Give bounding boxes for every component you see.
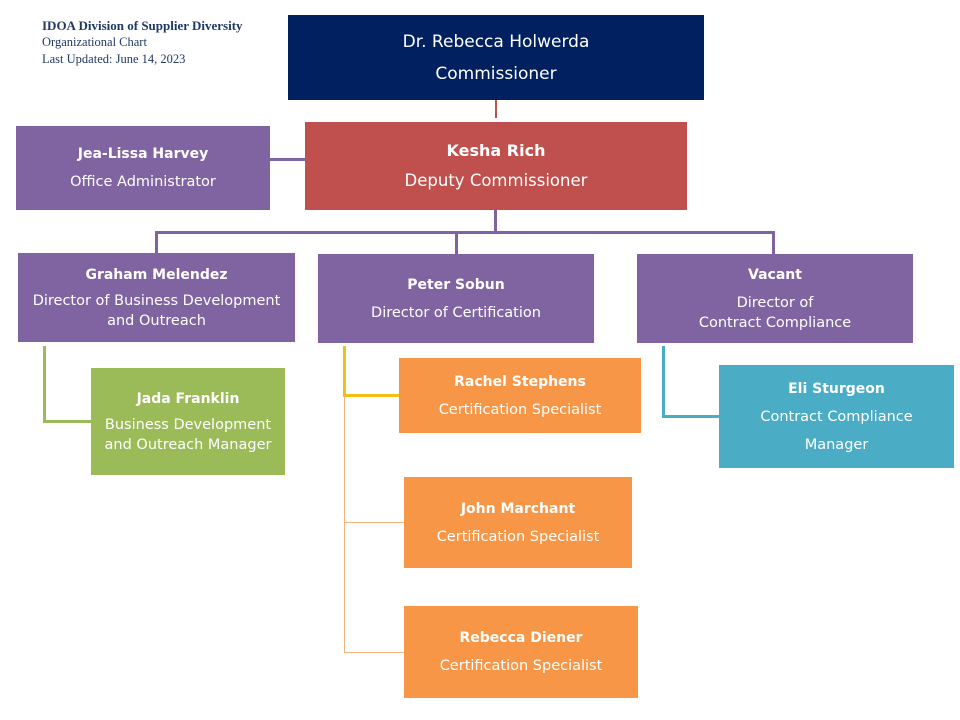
connector-admin-deputy	[270, 158, 305, 161]
connector-bizdev-horizontal	[43, 420, 91, 423]
node-director-contract-compliance: Vacant Director of Contract Compliance	[637, 254, 913, 343]
node-role-line1: Business Development	[104, 416, 272, 433]
chart-header: IDOA Division of Supplier Diversity Orga…	[42, 17, 243, 68]
node-role: Office Administrator	[70, 174, 216, 190]
node-role-line2: Contract Compliance	[698, 314, 852, 331]
connector-compliance-horizontal	[662, 415, 719, 418]
node-name: Rachel Stephens	[454, 373, 586, 390]
node-role-line2: Manager	[804, 436, 869, 453]
node-role-line1: Contract Compliance	[760, 408, 913, 425]
connector-commissioner-deputy	[495, 100, 497, 118]
node-deputy-commissioner: Kesha Rich Deputy Commissioner	[305, 122, 687, 210]
node-office-administrator: Jea-Lissa Harvey Office Administrator	[16, 126, 270, 210]
node-name: Vacant	[748, 266, 802, 283]
node-role: Deputy Commissioner	[404, 171, 588, 190]
node-name: John Marchant	[460, 500, 576, 517]
node-name: Peter Sobun	[407, 276, 505, 293]
node-name: Eli Sturgeon	[788, 380, 885, 397]
node-name: Jea-Lissa Harvey	[77, 146, 209, 162]
connector-to-compliance	[772, 231, 775, 254]
node-role-line2: and Outreach	[107, 312, 206, 329]
node-role-line1: Director of Business Development	[32, 292, 281, 309]
node-role: Director of Certification	[371, 304, 541, 321]
connector-to-cert	[455, 231, 458, 254]
connector-cert-vertical-top	[343, 346, 346, 396]
node-name: Dr. Rebecca Holwerda	[402, 31, 590, 52]
node-role-line1: Director of	[736, 294, 814, 311]
connector-cert-vertical-bottom	[344, 396, 345, 653]
chart-subtitle: Organizational Chart	[42, 35, 147, 49]
connector-cert-john	[344, 522, 404, 523]
node-name: Rebecca Diener	[459, 630, 583, 646]
node-role: Certification Specialist	[436, 528, 600, 545]
node-certification-specialist: Rachel Stephens Certification Specialist	[399, 358, 641, 433]
connector-bizdev-vertical	[43, 346, 46, 423]
last-updated: Last Updated: June 14, 2023	[42, 52, 186, 66]
node-certification-specialist: John Marchant Certification Specialist	[404, 477, 632, 568]
node-role: Certification Specialist	[439, 658, 603, 674]
connector-to-bizdev	[155, 231, 158, 253]
node-name: Graham Melendez	[85, 266, 228, 283]
node-commissioner: Dr. Rebecca Holwerda Commissioner	[288, 15, 704, 100]
node-role: Commissioner	[435, 63, 557, 84]
chart-title: IDOA Division of Supplier Diversity	[42, 18, 243, 33]
node-director-certification: Peter Sobun Director of Certification	[318, 254, 594, 343]
node-director-business-development: Graham Melendez Director of Business Dev…	[18, 253, 295, 342]
node-name: Jada Franklin	[136, 390, 240, 407]
connector-cert-rachel	[343, 394, 399, 397]
connector-compliance-vertical	[662, 346, 665, 417]
node-role: Certification Specialist	[438, 401, 602, 418]
node-certification-specialist: Rebecca Diener Certification Specialist	[404, 606, 638, 698]
connector-directors-bus	[155, 231, 775, 234]
node-role-line2: and Outreach Manager	[104, 436, 272, 453]
connector-cert-rebecca	[344, 652, 404, 653]
node-business-development-manager: Jada Franklin Business Development and O…	[91, 368, 285, 475]
node-name: Kesha Rich	[446, 141, 546, 160]
connector-deputy-down	[494, 210, 497, 233]
node-contract-compliance-manager: Eli Sturgeon Contract Compliance Manager	[719, 365, 954, 468]
